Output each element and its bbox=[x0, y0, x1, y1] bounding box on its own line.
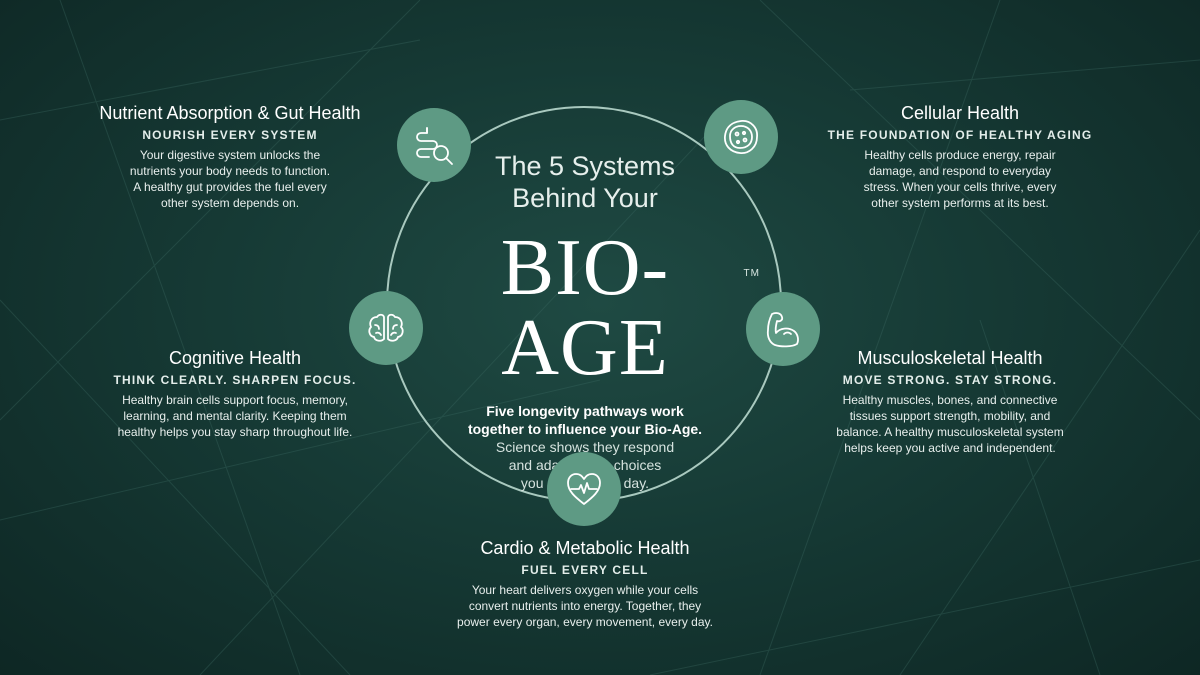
cellular-body-line: damage, and respond to everyday bbox=[868, 164, 1052, 178]
cognitive-subtitle: THINK CLEARLY. SHARPEN FOCUS. bbox=[113, 373, 357, 387]
intestine-magnifier-icon bbox=[416, 127, 453, 165]
system-cardio: Cardio & Metabolic Health FUEL EVERY CEL… bbox=[420, 537, 750, 630]
center-block: The 5 Systems Behind Your BIO-AGE TM Fiv… bbox=[430, 150, 759, 492]
cellular-title: Cellular Health bbox=[900, 103, 1020, 123]
musculoskeletal-body-line: helps keep you active and independent. bbox=[844, 441, 1056, 455]
cognitive-body-line: healthy helps you stay sharp throughout … bbox=[117, 425, 353, 439]
trademark-mark: TM bbox=[743, 268, 760, 279]
cardio-body-line: convert nutrients into energy. Together,… bbox=[468, 599, 702, 613]
brand-text: BIO-AGE bbox=[500, 224, 670, 392]
cellular-body-line: Healthy cells produce energy, repair bbox=[864, 148, 1056, 162]
cognitive-body: Healthy brain cells support focus, memor… bbox=[80, 392, 390, 440]
cognitive-body-line: Healthy brain cells support focus, memor… bbox=[122, 393, 348, 407]
cardio-body-line: Your heart delivers oxygen while your ce… bbox=[471, 583, 699, 597]
musculoskeletal-body-line: balance. A healthy musculoskeletal syste… bbox=[836, 425, 1064, 439]
flexed-arm-icon bbox=[766, 312, 799, 348]
cognitive-body-line: learning, and mental clarity. Keeping th… bbox=[123, 409, 347, 423]
system-cognitive: Cognitive Health THINK CLEARLY. SHARPEN … bbox=[80, 347, 390, 440]
gut-node bbox=[397, 108, 471, 182]
cellular-body-line: other system performs at its best. bbox=[871, 196, 1049, 210]
cellular-subtitle: THE FOUNDATION OF HEALTHY AGING bbox=[827, 128, 1093, 142]
gut-body-line: A healthy gut provides the fuel every bbox=[133, 180, 327, 194]
cellular-body-line: stress. When your cells thrive, every bbox=[863, 180, 1057, 194]
system-gut: Nutrient Absorption & Gut Health NOURISH… bbox=[70, 102, 390, 211]
system-musculoskeletal: Musculoskeletal Health MOVE STRONG. STAY… bbox=[790, 347, 1110, 456]
brand-wordmark: BIO-AGE TM bbox=[430, 228, 759, 388]
musculoskeletal-body-line: Healthy muscles, bones, and connective bbox=[842, 393, 1058, 407]
cognitive-node bbox=[349, 291, 423, 365]
headline-line-2: Behind Your bbox=[512, 183, 658, 213]
cell-icon bbox=[724, 120, 758, 154]
lead-line-1: Science shows they respond bbox=[495, 439, 675, 455]
gut-body-line: nutrients your body needs to function. bbox=[129, 164, 331, 178]
gut-subtitle: NOURISH EVERY SYSTEM bbox=[142, 128, 318, 142]
cardio-body-line: power every organ, every movement, every… bbox=[457, 615, 713, 629]
cardio-body: Your heart delivers oxygen while your ce… bbox=[420, 582, 750, 630]
cardio-node bbox=[547, 452, 621, 526]
system-cellular: Cellular Health THE FOUNDATION OF HEALTH… bbox=[800, 102, 1120, 211]
cognitive-title: Cognitive Health bbox=[168, 348, 302, 368]
cellular-node bbox=[704, 100, 778, 174]
gut-body-line: other system depends on. bbox=[160, 196, 300, 210]
musculoskeletal-title: Musculoskeletal Health bbox=[857, 348, 1043, 368]
brain-icon bbox=[368, 313, 404, 342]
gut-body-line: Your digestive system unlocks the bbox=[139, 148, 321, 162]
heart-pulse-icon bbox=[567, 473, 601, 505]
musculoskeletal-body: Healthy muscles, bones, and connective t… bbox=[790, 392, 1110, 456]
musculoskeletal-body-line: tissues support strength, mobility, and bbox=[849, 409, 1051, 423]
musculoskeletal-subtitle: MOVE STRONG. STAY STRONG. bbox=[842, 373, 1058, 387]
cardio-title: Cardio & Metabolic Health bbox=[480, 538, 690, 558]
lead-bold-line-1: Five longevity pathways work bbox=[486, 403, 684, 419]
headline-line-1: The 5 Systems bbox=[494, 151, 676, 181]
musculoskeletal-node bbox=[746, 292, 820, 366]
cardio-subtitle: FUEL EVERY CELL bbox=[521, 563, 649, 577]
cellular-body: Healthy cells produce energy, repair dam… bbox=[800, 147, 1120, 211]
gut-body: Your digestive system unlocks the nutrie… bbox=[70, 147, 390, 211]
gut-title: Nutrient Absorption & Gut Health bbox=[99, 103, 361, 123]
lead-bold-line-2: together to influence your Bio-Age. bbox=[467, 421, 703, 437]
